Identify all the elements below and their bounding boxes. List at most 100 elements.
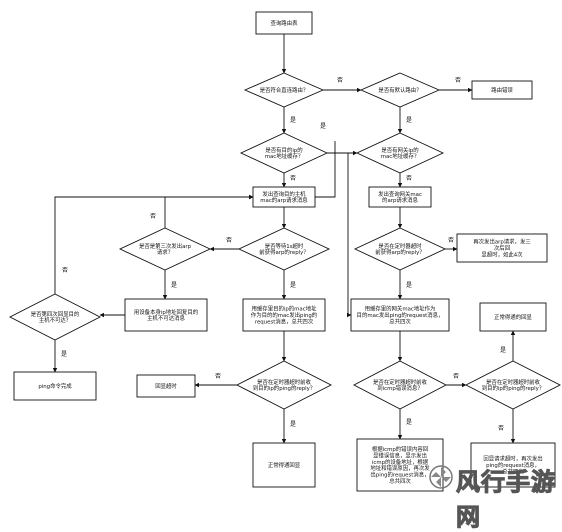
node-label: 查询路由表 — [271, 19, 299, 27]
node-label: 是否在定时器超时前收到目的ip的ping的reply？ — [253, 378, 316, 392]
process-box — [136, 374, 196, 398]
node-reply-from-dst-q: 是否在定时器超时前收到目的ip的ping的reply？ — [236, 360, 332, 410]
node-normal-reply-2: 正常得通的回显 — [479, 302, 547, 332]
watermark-logo: 风行手游网 — [426, 458, 562, 532]
node-label: 是否在定时器超时前收到icmp错误消息？ — [373, 378, 428, 392]
node-label: 是否在定时器超时前收到目的ip的ping的reply？ — [482, 378, 545, 392]
edge-label-no: 否 — [290, 175, 296, 182]
node-label: 是否在定时器超时前获得arp的reply？ — [375, 242, 424, 256]
node-timer-arp-gw-q: 是否在定时器超时前获得arp的reply？ — [353, 227, 447, 271]
decision-diamond — [353, 227, 447, 271]
edge-label-no: 否 — [150, 213, 156, 220]
edge-label-no: 否 — [226, 237, 232, 244]
node-default-route-q: 是否有默认路由？ — [359, 72, 441, 108]
decision-diamond — [236, 360, 332, 410]
decision-diamond — [465, 360, 561, 410]
process-box — [356, 438, 444, 492]
edge-label-yes: 是 — [406, 282, 412, 289]
node-label: ping命令完成 — [38, 382, 72, 390]
node-label: 用设备本身ip地址回复目的主机不可达消息 — [134, 308, 198, 322]
node-label: 是否有默认路由？ — [378, 86, 421, 94]
node-set-unreachable: 用设备本身ip地址回复目的主机不可达消息 — [124, 298, 208, 332]
edge-label-yes: 是 — [406, 117, 412, 124]
node-fourth-reply-q: 是否第四次回显目的主机不可达？ — [9, 293, 101, 341]
edge-label-yes: 是 — [290, 117, 296, 124]
process-box — [252, 442, 316, 488]
process-box — [350, 298, 450, 332]
edge-label-yes: 是 — [61, 351, 67, 358]
watermark-windmill-icon — [429, 465, 453, 489]
node-label: 回显超时 — [155, 382, 177, 390]
node-query-table: 查询路由表 — [255, 11, 313, 35]
edge-label-no: 否 — [406, 175, 412, 182]
node-label: 正常得通的回显 — [494, 313, 532, 321]
process-box — [255, 11, 313, 35]
edge-label-no: 否 — [498, 425, 504, 432]
node-wait-arp-1s-q: 是否等待1s超时前获得arp的reply？ — [237, 227, 331, 271]
decision-diamond — [237, 227, 331, 271]
decision-diamond — [353, 360, 447, 410]
edge-label-yes: 是 — [171, 282, 177, 289]
flowchart: 否否是是否否否是否是否是否是是否是是否是否 查询路由表是否符合直连路由？是否有默… — [9, 11, 561, 492]
process-box — [470, 442, 556, 488]
node-label: 路由错误 — [491, 86, 513, 94]
edge-label-no: 否 — [215, 373, 221, 380]
edge-label-no: 否 — [448, 237, 454, 244]
edge-label-yes: 是 — [290, 421, 296, 428]
node-reply-from-dst-q2: 是否在定时器超时前收到目的ip的ping的reply？ — [465, 360, 561, 410]
process-box — [242, 298, 326, 332]
edge-label-yes: 是 — [406, 419, 412, 426]
decision-diamond — [355, 132, 445, 174]
node-label: 是否符合直连路由？ — [260, 86, 309, 94]
node-send-ping-gw: 用缓存里的网关mac地址作为目的mac发出ping的request消息，总共四次 — [350, 298, 450, 332]
process-box — [456, 233, 548, 263]
process-box — [471, 80, 533, 100]
node-label: 再次发出arp请求，发三次后回显超时，如此4次 — [473, 238, 531, 259]
watermark-text: 风行手游网 — [456, 468, 556, 532]
process-box — [13, 371, 97, 401]
edge-label-no: 否 — [453, 373, 459, 380]
node-timer-arp-gw-note: 再次发出arp请求，发三次后回显超时，如此4次 — [456, 233, 548, 263]
flow-arrow — [54, 194, 254, 294]
edge-label-no: 否 — [62, 267, 68, 274]
process-box — [479, 302, 547, 332]
edge-label-no: 否 — [337, 77, 343, 84]
edge-label-yes: 是 — [500, 347, 506, 354]
node-icmp-error-q: 是否在定时器超时前收到icmp错误消息？ — [353, 360, 447, 410]
decision-diamond — [243, 72, 325, 108]
node-ping-done: ping命令完成 — [13, 371, 97, 401]
node-timeout-reply: 回显超时 — [136, 374, 196, 398]
node-route-error: 路由错误 — [471, 80, 533, 100]
edge-label-yes: 是 — [320, 123, 326, 130]
decision-diamond — [239, 132, 329, 174]
node-normal-reply-1: 正常得通回显 — [252, 442, 316, 488]
node-label: 用缓存里的网关mac地址作为目的mac发出ping的request消息，总共四次 — [357, 305, 444, 326]
edge-label-no: 否 — [455, 77, 461, 84]
flow-arrow — [346, 153, 352, 318]
node-label: 是否等待1s超时前获得arp的reply？ — [259, 242, 308, 256]
edge-label-yes: 是 — [290, 282, 296, 289]
process-box — [124, 298, 208, 332]
flow-arrow — [164, 194, 254, 228]
node-label: 是否第四次回显目的主机不可达？ — [31, 310, 80, 324]
process-box — [368, 186, 432, 208]
process-box — [252, 186, 316, 208]
decision-diamond — [118, 227, 212, 271]
decision-diamond — [359, 72, 441, 108]
node-direct-route-q: 是否符合直连路由？ — [243, 72, 325, 108]
decision-diamond — [9, 293, 101, 341]
